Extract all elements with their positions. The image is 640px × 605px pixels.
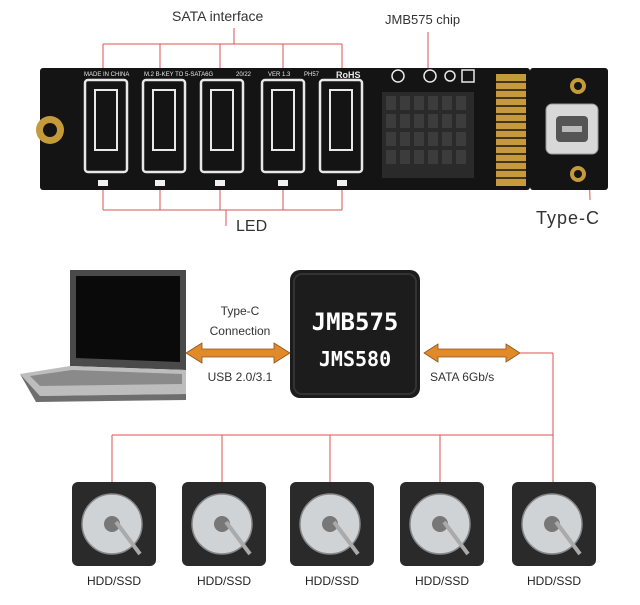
drive-connection-lines <box>111 352 554 488</box>
chip-label-jms580: JMS580 <box>319 347 391 371</box>
sata-link-arrow <box>423 343 521 363</box>
drive-label-5: HDD/SSD <box>526 574 581 588</box>
laptop-icon <box>20 270 186 402</box>
link-left-line3: USB 2.0/3.1 <box>207 370 273 384</box>
heatsink <box>382 92 474 178</box>
link-left-line1: Type-C <box>220 304 260 318</box>
usb-link-arrow <box>185 342 291 364</box>
hdd-icons <box>72 482 596 566</box>
silk-version: VER 1.3 <box>268 72 291 78</box>
silk-date: 20/22 <box>236 72 252 78</box>
led-label: LED <box>236 218 268 235</box>
chip-label-jmb575: JMB575 <box>312 308 399 336</box>
silk-made-in-china: MADE IN CHINA <box>84 72 129 78</box>
drive-label-3: HDD/SSD <box>304 574 359 588</box>
drive-label-2: HDD/SSD <box>196 574 251 588</box>
sata-interface-label: SATA interface <box>172 8 264 24</box>
sata-ports <box>83 78 364 174</box>
led-indicators <box>98 180 347 186</box>
jmb575-chip-label: JMB575 chip <box>385 12 461 27</box>
controller-chip <box>290 270 420 398</box>
silk-rohs: RoHS <box>336 70 361 80</box>
drive-label-1: HDD/SSD <box>86 574 141 588</box>
certification-marks <box>391 69 475 83</box>
typec-port <box>545 103 599 155</box>
link-right-label: SATA 6Gb/s <box>430 370 495 384</box>
silk-ph: PH57 <box>304 72 320 78</box>
drive-label-4: HDD/SSD <box>414 574 469 588</box>
link-left-line2: Connection <box>209 324 271 338</box>
silk-model: M.2 B-KEY TO 5-SATA6G <box>144 72 213 78</box>
typec-label: Type-C <box>536 208 601 228</box>
